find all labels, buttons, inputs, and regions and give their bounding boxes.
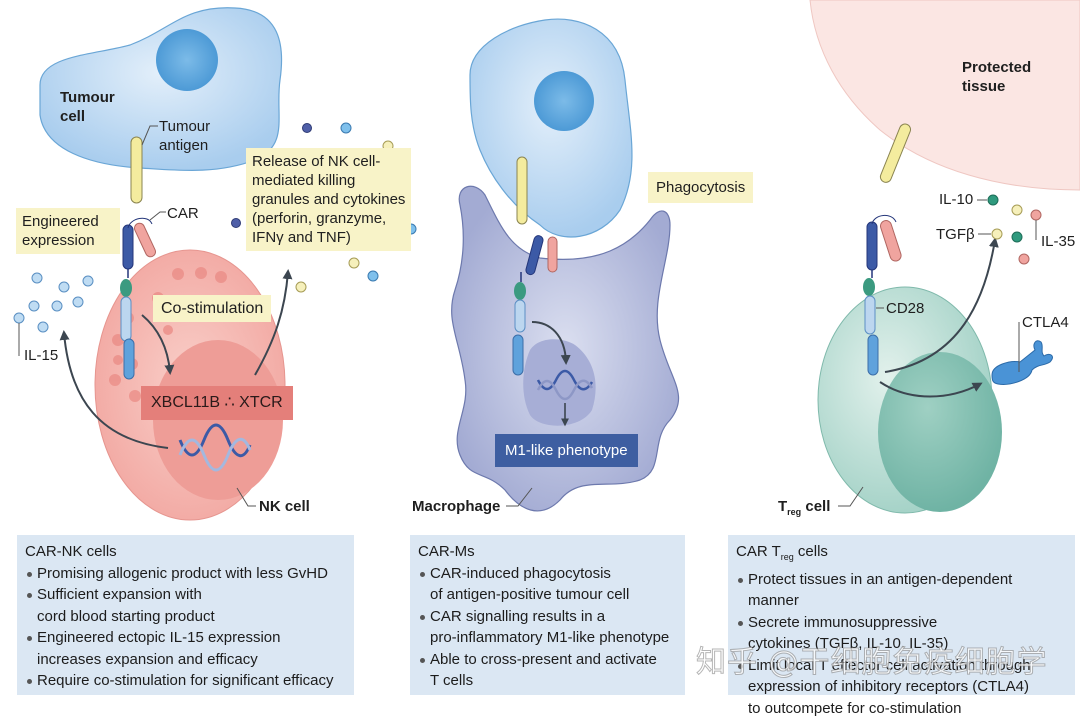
nk-cell-label: NK cell <box>259 497 310 516</box>
car-nk-panel: CAR-NK cells Promising allogenic product… <box>17 535 354 695</box>
bullet-line: of antigen-positive tumour cell <box>430 586 629 603</box>
release-line: granules and cytokines <box>252 190 405 209</box>
treg-nucleus <box>878 352 1002 512</box>
tumour-cell-label: Tumour cell <box>60 88 120 126</box>
panel-bullet: Engineered ectopic IL-15 expression incre… <box>25 627 346 670</box>
panel-title: CAR-Ms <box>418 541 677 563</box>
bullet-line: Engineered ectopic IL-15 expression <box>37 629 281 646</box>
panel-bullet: Require co-stimulation for significant e… <box>25 670 346 692</box>
bullet-line: Sufficient expansion with <box>37 586 202 603</box>
treg-cell <box>818 287 1002 513</box>
m1-phenotype-box: M1-like phenotype <box>495 434 638 467</box>
car-m-panel: CAR-Ms CAR-induced phagocytosis of antige… <box>410 535 685 695</box>
tumour-cell-macrophage <box>470 19 632 237</box>
bullet-line: increases expansion and efficacy <box>37 651 258 668</box>
treg-cell-word: cell <box>805 498 830 515</box>
bullet-line: Promising allogenic product with less Gv… <box>37 565 328 582</box>
macrophage-label: Macrophage <box>412 497 500 516</box>
panel-bullet: CAR-induced phagocytosis of antigen-posit… <box>418 563 677 606</box>
ctla4-label: CTLA4 <box>1022 313 1069 332</box>
release-line: IFNγ and TNF) <box>252 228 405 247</box>
bullet-line: pro-inflammatory M1-like phenotype <box>430 629 669 646</box>
treg-sub: reg <box>787 507 801 517</box>
panel-bullet: Able to cross-present and activate T cell… <box>418 649 677 692</box>
il35-label: IL-35 <box>1041 232 1075 251</box>
bullet-line: cord blood starting product <box>37 608 215 625</box>
nk-nucleus <box>153 340 283 500</box>
il15-molecules <box>14 273 93 332</box>
transcription-factor-box: XBCL11B ∴ XTCR <box>141 386 293 420</box>
engineered-expression-label: Engineered expression <box>16 208 120 254</box>
immunosuppressive-cytokines <box>988 195 1041 264</box>
panel-bullet: Sufficient expansion with cord blood star… <box>25 584 346 627</box>
panel-bullet: Promising allogenic product with less Gv… <box>25 563 346 585</box>
costimulation-label: Co-stimulation <box>153 295 271 322</box>
treg-t: T <box>778 498 787 515</box>
tumour-antigen <box>131 137 142 203</box>
protected-tissue-label: Protected tissue <box>962 58 1042 96</box>
phagocytosis-label: Phagocytosis <box>648 172 753 203</box>
tumour-antigen-label: Tumour antigen <box>159 117 219 155</box>
panel-title: CAR-NK cells <box>25 541 346 563</box>
bullet-line: CAR-induced phagocytosis <box>430 565 611 582</box>
release-label: Release of NK cell- mediated killing gra… <box>246 148 411 251</box>
panel-bullet: CAR signalling results in a pro-inflammat… <box>418 606 677 649</box>
bullet-line: T cells <box>430 672 473 689</box>
bullet-line: CAR signalling results in a <box>430 608 605 625</box>
bullet-line: expression of inhibitory receptors (CTLA… <box>748 678 1029 695</box>
tumour-nucleus <box>156 29 218 91</box>
release-line: Release of NK cell- <box>252 152 405 171</box>
cd28-label: CD28 <box>886 299 924 318</box>
watermark: 知乎 @干细胞免疫细胞学 <box>696 646 1048 680</box>
panel-title-sub: reg <box>781 552 794 562</box>
il15-label: IL-15 <box>24 346 58 365</box>
bullet-line: Able to cross-present and activate <box>430 651 657 668</box>
release-line: (perforin, granzyme, <box>252 209 405 228</box>
panel-title-main: CAR T <box>736 543 781 560</box>
release-line: mediated killing <box>252 171 405 190</box>
treg-cell-label: Treg cell <box>778 497 830 522</box>
panel-title-suffix: cells <box>798 543 828 560</box>
car-label: CAR <box>167 204 199 223</box>
tgfb-label: TGFβ <box>936 225 975 244</box>
bullet-line: Secrete immunosuppressive <box>748 614 937 631</box>
tumour-cell-label-text: Tumour cell <box>60 88 120 126</box>
bullet-line: Protect tissues in an antigen-dependent … <box>748 571 1012 610</box>
il10-label: IL-10 <box>939 190 973 209</box>
bullet-line: Require co-stimulation for significant e… <box>37 672 334 689</box>
tumour-nucleus <box>534 71 594 131</box>
ctla4-receptor <box>992 341 1052 385</box>
bullet-line: to outcompete for co-stimulation <box>748 700 961 717</box>
tumour-antigen <box>517 157 527 224</box>
panel-bullet: Protect tissues in an antigen-dependent … <box>736 569 1067 612</box>
panel-title: CAR Treg cells <box>736 541 1067 569</box>
